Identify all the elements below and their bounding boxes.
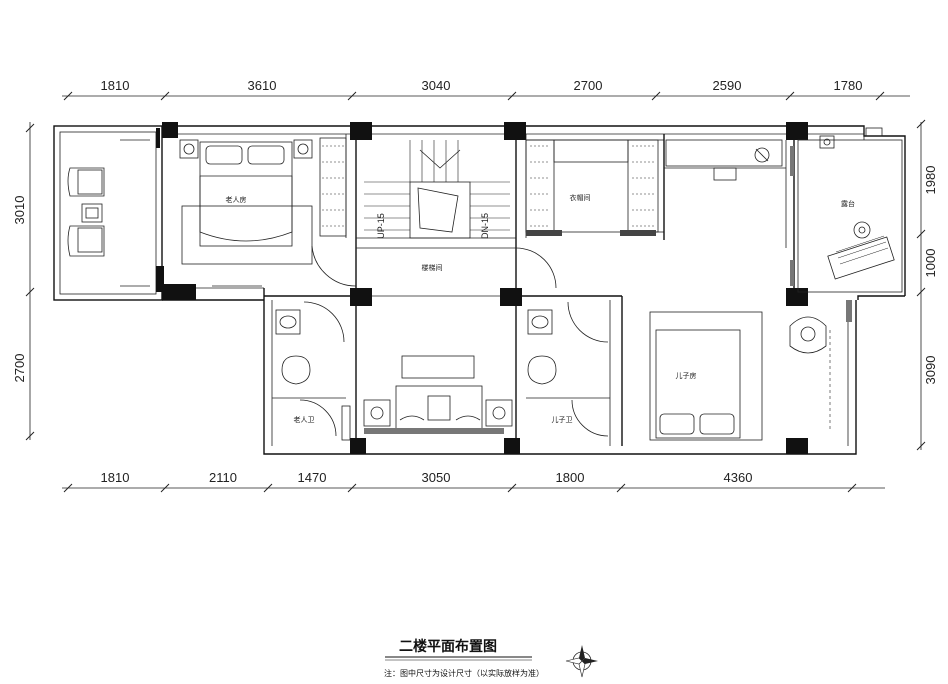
elder-bedroom: 老人房 bbox=[179, 137, 357, 287]
bottom-dimension-line: 1810 2110 1470 3050 1800 4360 bbox=[62, 470, 885, 493]
bottom-dim-1: 1810 bbox=[101, 470, 130, 485]
elder-bath: 老人卫 bbox=[275, 301, 351, 441]
right-terrace: 露台 bbox=[797, 126, 903, 293]
top-dim-4: 2700 bbox=[574, 78, 603, 93]
left-dim-2: 2700 bbox=[12, 354, 27, 383]
stair-down-label: DN-15 bbox=[480, 213, 490, 239]
right-dim-3: 3090 bbox=[923, 356, 938, 385]
top-dim-1: 1810 bbox=[101, 78, 130, 93]
right-dim-2: 1000 bbox=[923, 249, 938, 278]
structural-columns bbox=[156, 122, 808, 454]
son-bath: 儿子卫 bbox=[527, 301, 609, 437]
plan-title: 二楼平面布置图 bbox=[399, 638, 497, 655]
son-bath-label: 儿子卫 bbox=[552, 416, 573, 424]
top-dim-3: 3040 bbox=[422, 78, 451, 93]
bottom-dim-5: 1800 bbox=[556, 470, 585, 485]
stairwell-label: 楼梯间 bbox=[422, 263, 443, 272]
elder-bath-label: 老人卫 bbox=[294, 415, 315, 424]
drawing-title: 二楼平面布置图 注：图中尺寸为设计尺寸（以实际放样为准） bbox=[384, 638, 544, 678]
bottom-dim-6: 4360 bbox=[724, 470, 753, 485]
bottom-dim-2: 2110 bbox=[209, 470, 237, 485]
son-bedroom: 儿子房 bbox=[649, 311, 831, 441]
stairwell: UP-15 DN-15 楼梯间 bbox=[363, 140, 557, 431]
top-dim-5: 2590 bbox=[713, 78, 742, 93]
top-dimension-line: 1810 3610 3040 2700 2590 1780 bbox=[62, 78, 910, 101]
terrace-label: 露台 bbox=[841, 199, 855, 208]
top-dim-2: 3610 bbox=[248, 78, 277, 93]
cloakroom-label: 衣帽间 bbox=[570, 193, 591, 202]
son-bedroom-label: 儿子房 bbox=[676, 371, 697, 380]
stair-up-label: UP-15 bbox=[376, 213, 386, 239]
plan-note: 注：图中尺寸为设计尺寸（以实际放样为准） bbox=[384, 668, 544, 678]
elder-bedroom-label: 老人房 bbox=[226, 195, 247, 204]
desk-strip bbox=[665, 139, 783, 181]
cloakroom: 衣帽间 bbox=[525, 139, 659, 236]
compass-icon bbox=[565, 645, 598, 678]
terrace-furniture bbox=[67, 139, 150, 287]
left-dim-1: 3010 bbox=[12, 196, 27, 225]
wall-hatch bbox=[364, 146, 852, 434]
top-dim-6: 1780 bbox=[834, 78, 863, 93]
right-dimension-line: 1980 1000 3090 bbox=[916, 119, 938, 451]
bottom-dim-3: 1470 bbox=[298, 470, 327, 485]
left-dimension-line: 3010 2700 bbox=[12, 122, 35, 441]
bottom-dim-4: 3050 bbox=[422, 470, 451, 485]
right-dim-1: 1980 bbox=[923, 166, 938, 195]
